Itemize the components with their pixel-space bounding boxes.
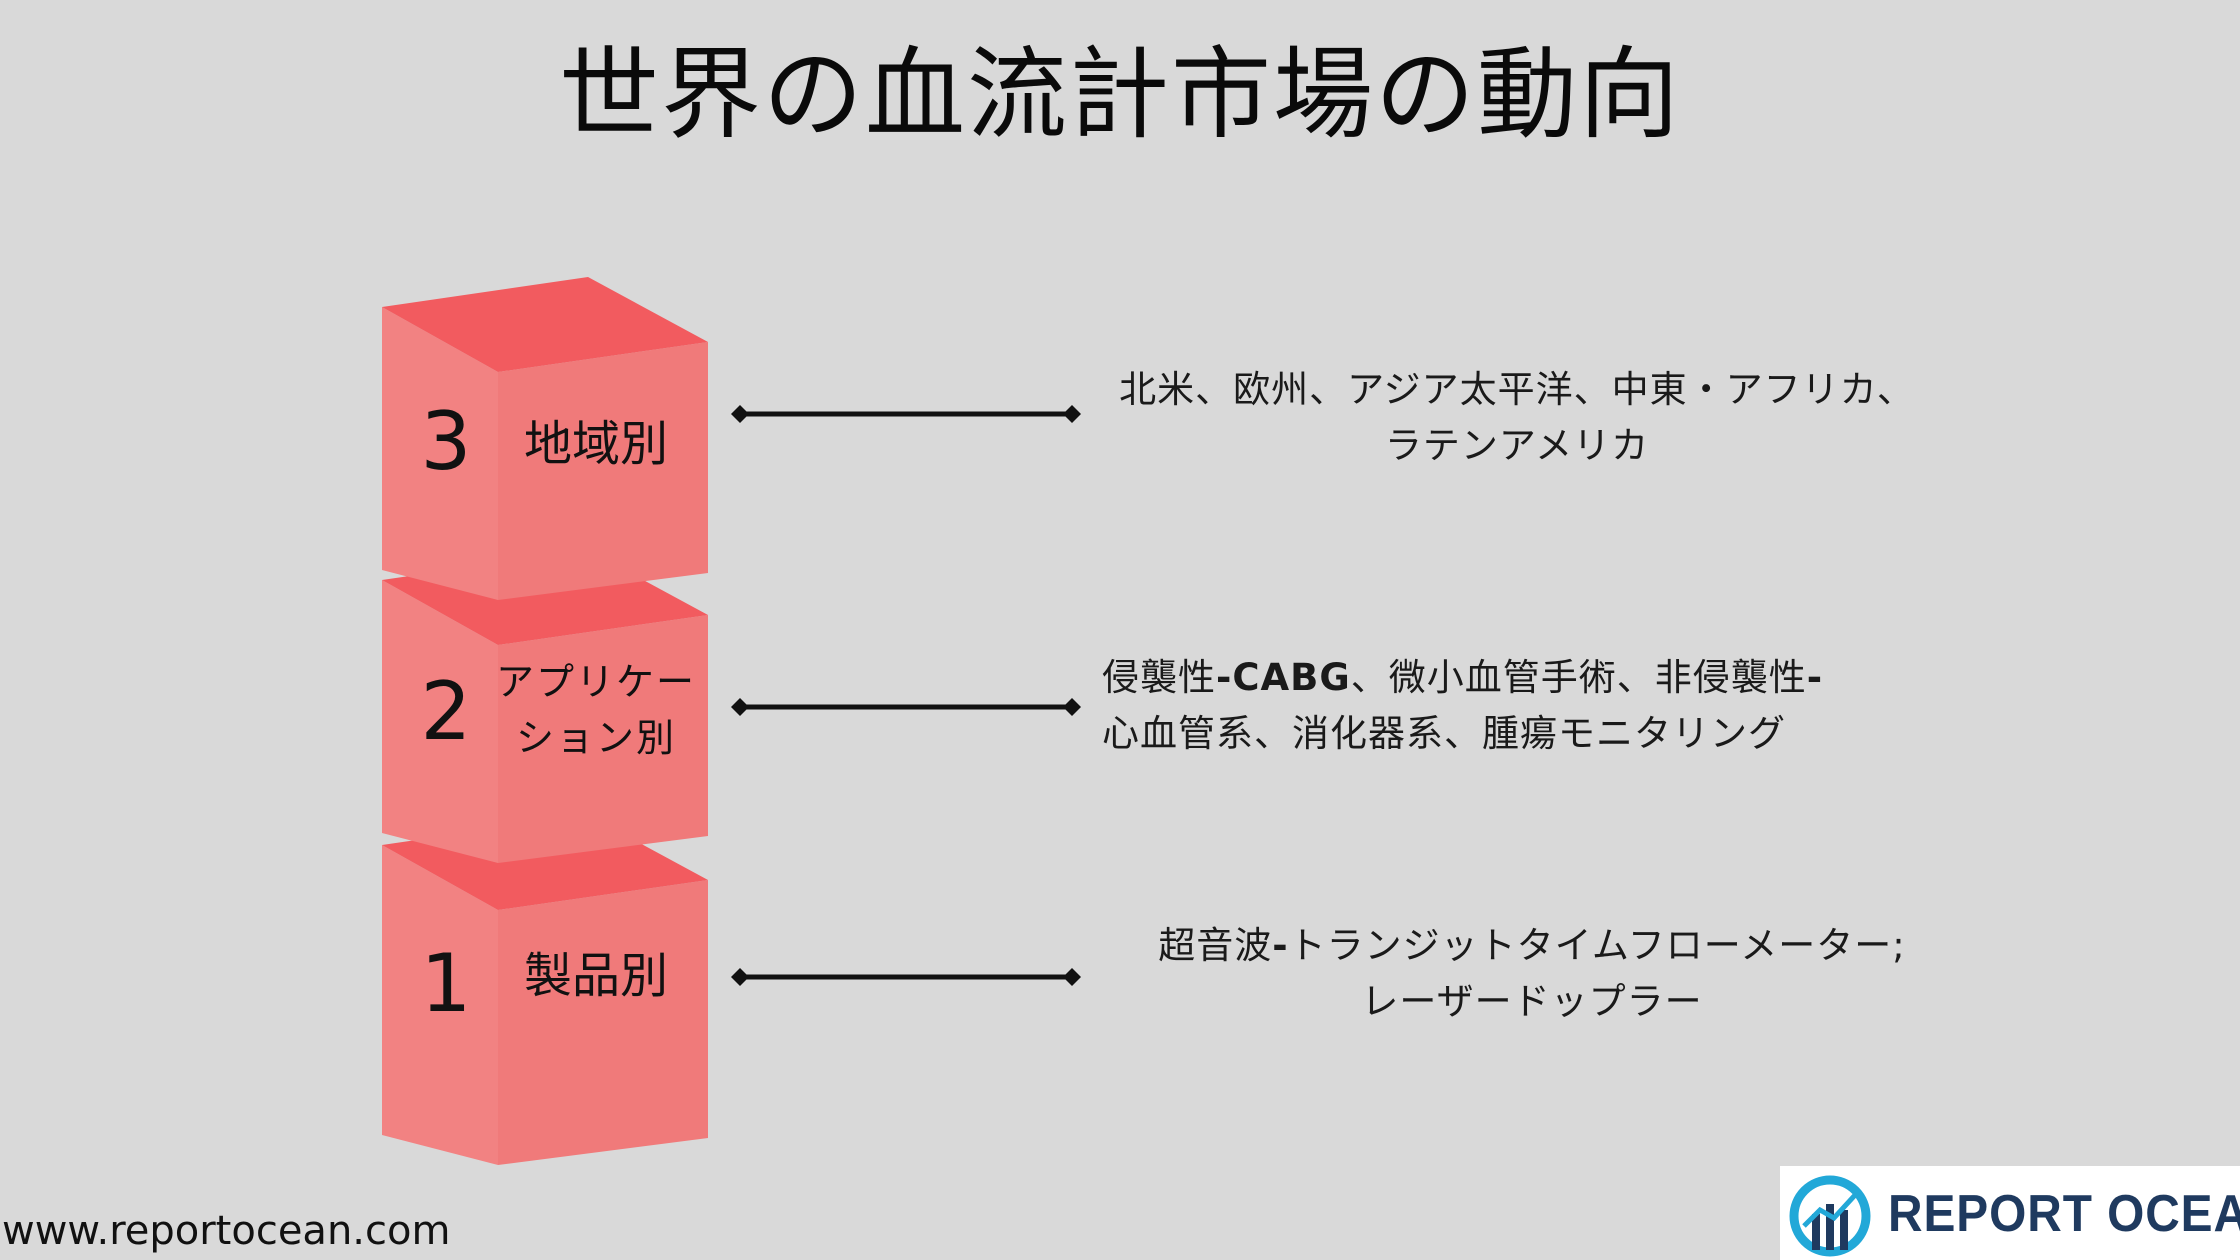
cube-level-3 [382, 277, 708, 600]
connector-line-1 [731, 968, 1081, 986]
description-line: 心血管系、消化器系、腫瘍モニタリング [1102, 706, 2002, 762]
segment-description-2: 侵襲性-CABG、微小血管手術、非侵襲性-心血管系、消化器系、腫瘍モニタリング [1102, 650, 2002, 762]
description-text: レーザードップラー [1361, 980, 1703, 1023]
connector-diamond-end [731, 698, 749, 716]
page-title: 世界の血流計市場の動向 [559, 36, 1681, 153]
description-text: 、微小血管手術、非侵襲性 [1350, 656, 1807, 699]
cube-label-1: 製品別 [486, 946, 706, 1006]
cube-left-face [382, 580, 498, 863]
connector-diamond-end [731, 968, 749, 986]
cube-top-face [382, 277, 708, 372]
globe-chart-icon [1789, 1175, 1871, 1257]
connector-line-3 [731, 405, 1081, 423]
cube-left-face [382, 307, 498, 600]
report-ocean-logo: REPORT OCEAN [1780, 1166, 2240, 1260]
connector-diamond-end [1063, 968, 1081, 986]
website-url[interactable]: www.reportocean.com [2, 1208, 451, 1254]
description-text: 北米、欧州、アジア太平洋、中東・アフリカ、 [1119, 368, 1915, 411]
description-line: 超音波-トランジットタイムフローメーター; [1122, 918, 1942, 974]
cube-right-face [498, 615, 708, 863]
cube-label-line: ション別 [515, 716, 676, 760]
connector-diamond-end [1063, 405, 1081, 423]
cube-label-line: 製品別 [523, 948, 668, 1004]
cube-level-1 [382, 815, 708, 1165]
cube-label-2: アプリケーション別 [486, 654, 706, 766]
cube-right-face [498, 880, 708, 1165]
cube-number-2: 2 [420, 665, 472, 758]
cube-number-3: 3 [420, 395, 472, 488]
cube-number-1: 1 [420, 937, 472, 1030]
description-text: 超音波 [1158, 924, 1273, 967]
description-text: 侵襲性 [1102, 656, 1216, 699]
segment-description-3: 北米、欧州、アジア太平洋、中東・アフリカ、ラテンアメリカ [1082, 362, 1952, 474]
description-text: トランジットタイムフローメーター [1288, 924, 1893, 967]
description-line: レーザードップラー [1122, 974, 1942, 1030]
description-text: ; [1892, 924, 1906, 967]
cube-right-face [498, 342, 708, 600]
connector-diamond-end [1063, 698, 1081, 716]
description-line: 侵襲性-CABG、微小血管手術、非侵襲性- [1102, 650, 2002, 706]
description-text: -CABG [1216, 656, 1351, 699]
logo-text: REPORT OCEAN [1888, 1185, 2240, 1243]
description-text: ラテンアメリカ [1384, 424, 1650, 467]
connector-line-2 [731, 698, 1081, 716]
description-line: ラテンアメリカ [1082, 418, 1952, 474]
connector-diamond-end [731, 405, 749, 423]
cube-left-face [382, 845, 498, 1165]
description-text: - [1272, 924, 1289, 967]
cube-label-line: アプリケー [495, 660, 696, 704]
cube-label-3: 地域別 [486, 414, 706, 474]
segment-description-1: 超音波-トランジットタイムフローメーター; レーザードップラー [1122, 918, 1942, 1030]
cube-label-line: 地域別 [523, 416, 668, 472]
description-text: - [1806, 656, 1824, 699]
description-line: 北米、欧州、アジア太平洋、中東・アフリカ、 [1082, 362, 1952, 418]
description-text: 心血管系、消化器系、腫瘍モニタリング [1102, 712, 1786, 755]
